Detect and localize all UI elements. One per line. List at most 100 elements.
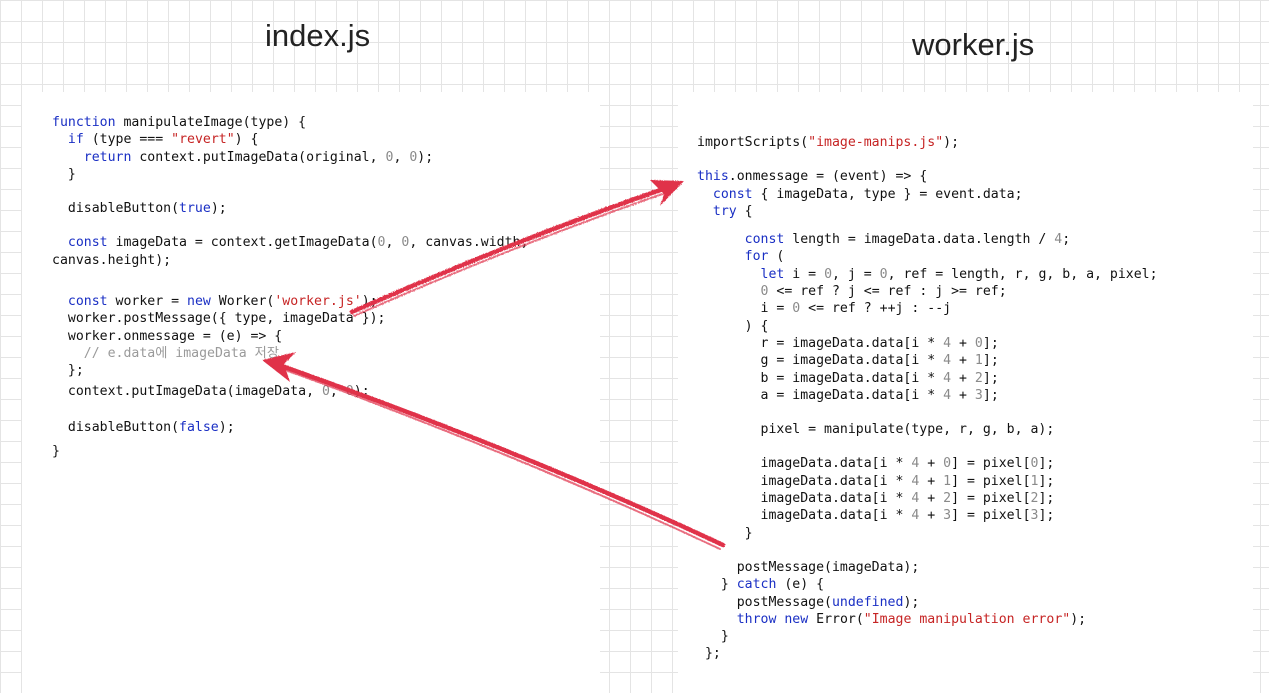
code-token: catch xyxy=(736,577,777,593)
code-token: g = imageData.data[i * xyxy=(697,353,944,369)
line-gap xyxy=(697,151,1158,168)
code-line: a = imageData.data[i * 4 + 3]; xyxy=(697,387,1158,404)
code-token: 1 xyxy=(974,353,983,369)
code-token: 0 xyxy=(377,235,386,251)
code-token: + xyxy=(951,335,975,351)
code-token: imageData.data[i * xyxy=(697,456,912,472)
code-token xyxy=(697,267,761,282)
code-token: disableButton( xyxy=(52,201,180,217)
code-token: // e.data에 imageData 저장 xyxy=(52,345,279,361)
code-line: const length = imageData.data.length / 4… xyxy=(697,231,1158,248)
code-token: imageData.data[i * xyxy=(697,508,912,524)
code-token: 'worker.js' xyxy=(274,294,362,310)
code-token: 0 xyxy=(792,301,801,317)
code-line: disableButton(false); xyxy=(52,419,528,436)
code-line: 0 <= ref ? j <= ref : j >= ref; xyxy=(697,283,1158,300)
code-line: g = imageData.data[i * 4 + 1]; xyxy=(697,352,1158,369)
code-token: this xyxy=(697,169,729,185)
code-token: 4 xyxy=(911,456,920,472)
code-token: canvas.height); xyxy=(52,252,172,268)
code-token: worker.onmessage = (e) => { xyxy=(52,328,283,344)
code-token: , xyxy=(385,235,402,251)
code-token: ); xyxy=(417,149,434,165)
code-line: ) { xyxy=(697,318,1158,335)
code-token: }; xyxy=(697,646,721,662)
code-token: worker.postMessage({ type, imageData }); xyxy=(52,311,386,327)
code-token: + xyxy=(951,370,975,386)
code-token: ] = pixel[ xyxy=(951,491,1031,507)
code-token: 4 xyxy=(943,353,952,369)
code-line: const imageData = context.getImageData(0… xyxy=(52,234,529,251)
code-line: return context.putImageData(original, 0,… xyxy=(52,149,528,166)
code-token: imageData.data[i * xyxy=(697,491,912,507)
code-token: 0 xyxy=(760,284,769,300)
code-token: ) { xyxy=(234,132,259,148)
code-token: length = imageData.data.length / xyxy=(784,232,1055,248)
code-token: context.putImageData(original, xyxy=(131,149,386,165)
code-token: }; xyxy=(52,363,84,379)
code-token: context.putImageData(imageData, xyxy=(52,383,322,399)
code-token: ); xyxy=(210,201,227,217)
code-token: .onmessage = (event) => { xyxy=(728,169,928,185)
code-token: 0 xyxy=(879,266,888,282)
code-token: } xyxy=(52,166,76,182)
code-token xyxy=(697,187,713,202)
code-token: + xyxy=(919,456,944,472)
code-line: } xyxy=(697,628,1158,645)
code-token: 1 xyxy=(943,473,952,489)
code-token: postMessage(imageData); xyxy=(697,559,920,575)
code-token: , xyxy=(329,383,346,399)
code-token: } xyxy=(697,577,737,593)
code-token: ]; xyxy=(1038,473,1055,489)
code-token: 1 xyxy=(1030,473,1039,489)
code-token: 4 xyxy=(911,508,920,524)
code-line: let i = 0, j = 0, ref = length, r, g, b,… xyxy=(697,266,1158,283)
code-token: undefined xyxy=(831,594,904,610)
code-token: 4 xyxy=(943,370,952,386)
line-gap xyxy=(52,217,528,234)
code-token: const xyxy=(712,186,753,202)
code-token: const xyxy=(67,235,108,251)
code-token: return xyxy=(83,149,132,165)
code-token: <= ref ? j <= ref : j >= ref; xyxy=(768,284,1007,300)
code-token: const xyxy=(744,232,785,248)
code-token: 0 xyxy=(385,149,394,165)
code-line: postMessage(imageData); xyxy=(697,559,1158,576)
code-token: , xyxy=(393,149,410,165)
code-token: ); xyxy=(353,383,370,399)
code-line: importScripts("image-manips.js"); xyxy=(697,134,1158,151)
code-line: } xyxy=(697,525,1158,542)
code-token: 3 xyxy=(943,508,952,524)
code-line: postMessage(undefined); xyxy=(697,594,1158,611)
code-token: throw xyxy=(736,611,777,627)
code-token: ) { xyxy=(697,318,769,334)
code-token: 4 xyxy=(911,491,920,507)
code-token: + xyxy=(951,353,975,369)
line-gap xyxy=(52,269,528,293)
code-token: ]; xyxy=(1038,491,1055,507)
code-line: const { imageData, type } = event.data; xyxy=(697,186,1158,203)
code-token: let xyxy=(760,266,785,282)
code-token: ; xyxy=(1062,232,1071,248)
code-token: pixel = manipulate(type, r, g, b, a); xyxy=(697,422,1055,438)
code-line: }; xyxy=(697,645,1158,662)
code-token: 0 xyxy=(345,383,354,399)
code-token: ]; xyxy=(982,370,999,386)
line-gap xyxy=(697,220,1158,231)
code-token: + xyxy=(919,473,944,489)
code-line: }; xyxy=(52,362,528,379)
code-token: 0 xyxy=(409,149,418,165)
code-token: (e) { xyxy=(776,577,825,593)
code-token: ); xyxy=(218,419,235,435)
code-line: const worker = new Worker('worker.js'); xyxy=(52,293,528,310)
code-token: 0 xyxy=(321,383,330,399)
code-line: throw new Error("Image manipulation erro… xyxy=(697,611,1158,628)
worker-js-title: worker.js xyxy=(912,27,1035,62)
code-token: 2 xyxy=(974,370,983,386)
code-token: 4 xyxy=(943,387,952,403)
code-token: } xyxy=(697,629,729,645)
code-line: try { xyxy=(697,203,1158,220)
code-token: + xyxy=(919,491,944,507)
code-token: ); xyxy=(1070,611,1087,627)
code-token: 4 xyxy=(911,473,920,489)
